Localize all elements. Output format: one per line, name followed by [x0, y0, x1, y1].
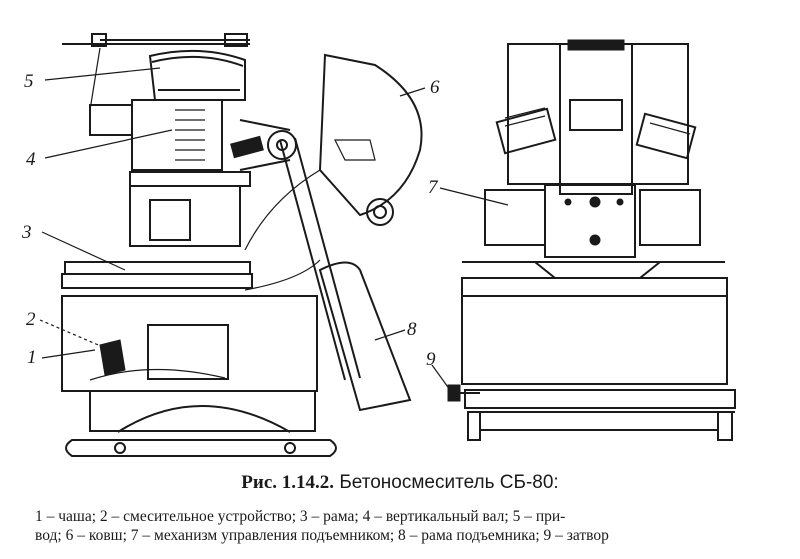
callout-4: 4 [26, 149, 36, 170]
callout-9: 9 [426, 349, 436, 370]
caption-title: Бетоносмеситель СБ-80: [339, 472, 559, 493]
callout-6: 6 [430, 77, 440, 98]
callout-leaders [39, 67, 509, 391]
callout-8: 8 [407, 319, 417, 340]
front-view [447, 39, 736, 441]
figure-legend: 1 – чаша; 2 – смесительное устройство; 3… [35, 507, 765, 545]
figure-caption: Рис. 1.14.2. Бетоносмеситель СБ-80: [0, 472, 800, 494]
legend-line: вод; 6 – ковш; 7 – механизм управления п… [35, 527, 609, 544]
mixer-drawing [39, 33, 736, 457]
caption-number: Рис. 1.14.2. [241, 472, 335, 493]
callout-1: 1 [27, 347, 37, 368]
callout-5: 5 [24, 71, 34, 92]
callout-2: 2 [26, 309, 36, 330]
side-view [61, 33, 423, 457]
callout-3: 3 [22, 222, 32, 243]
callout-7: 7 [428, 177, 438, 198]
legend-line: 1 – чаша; 2 – смесительное устройство; 3… [35, 508, 566, 525]
